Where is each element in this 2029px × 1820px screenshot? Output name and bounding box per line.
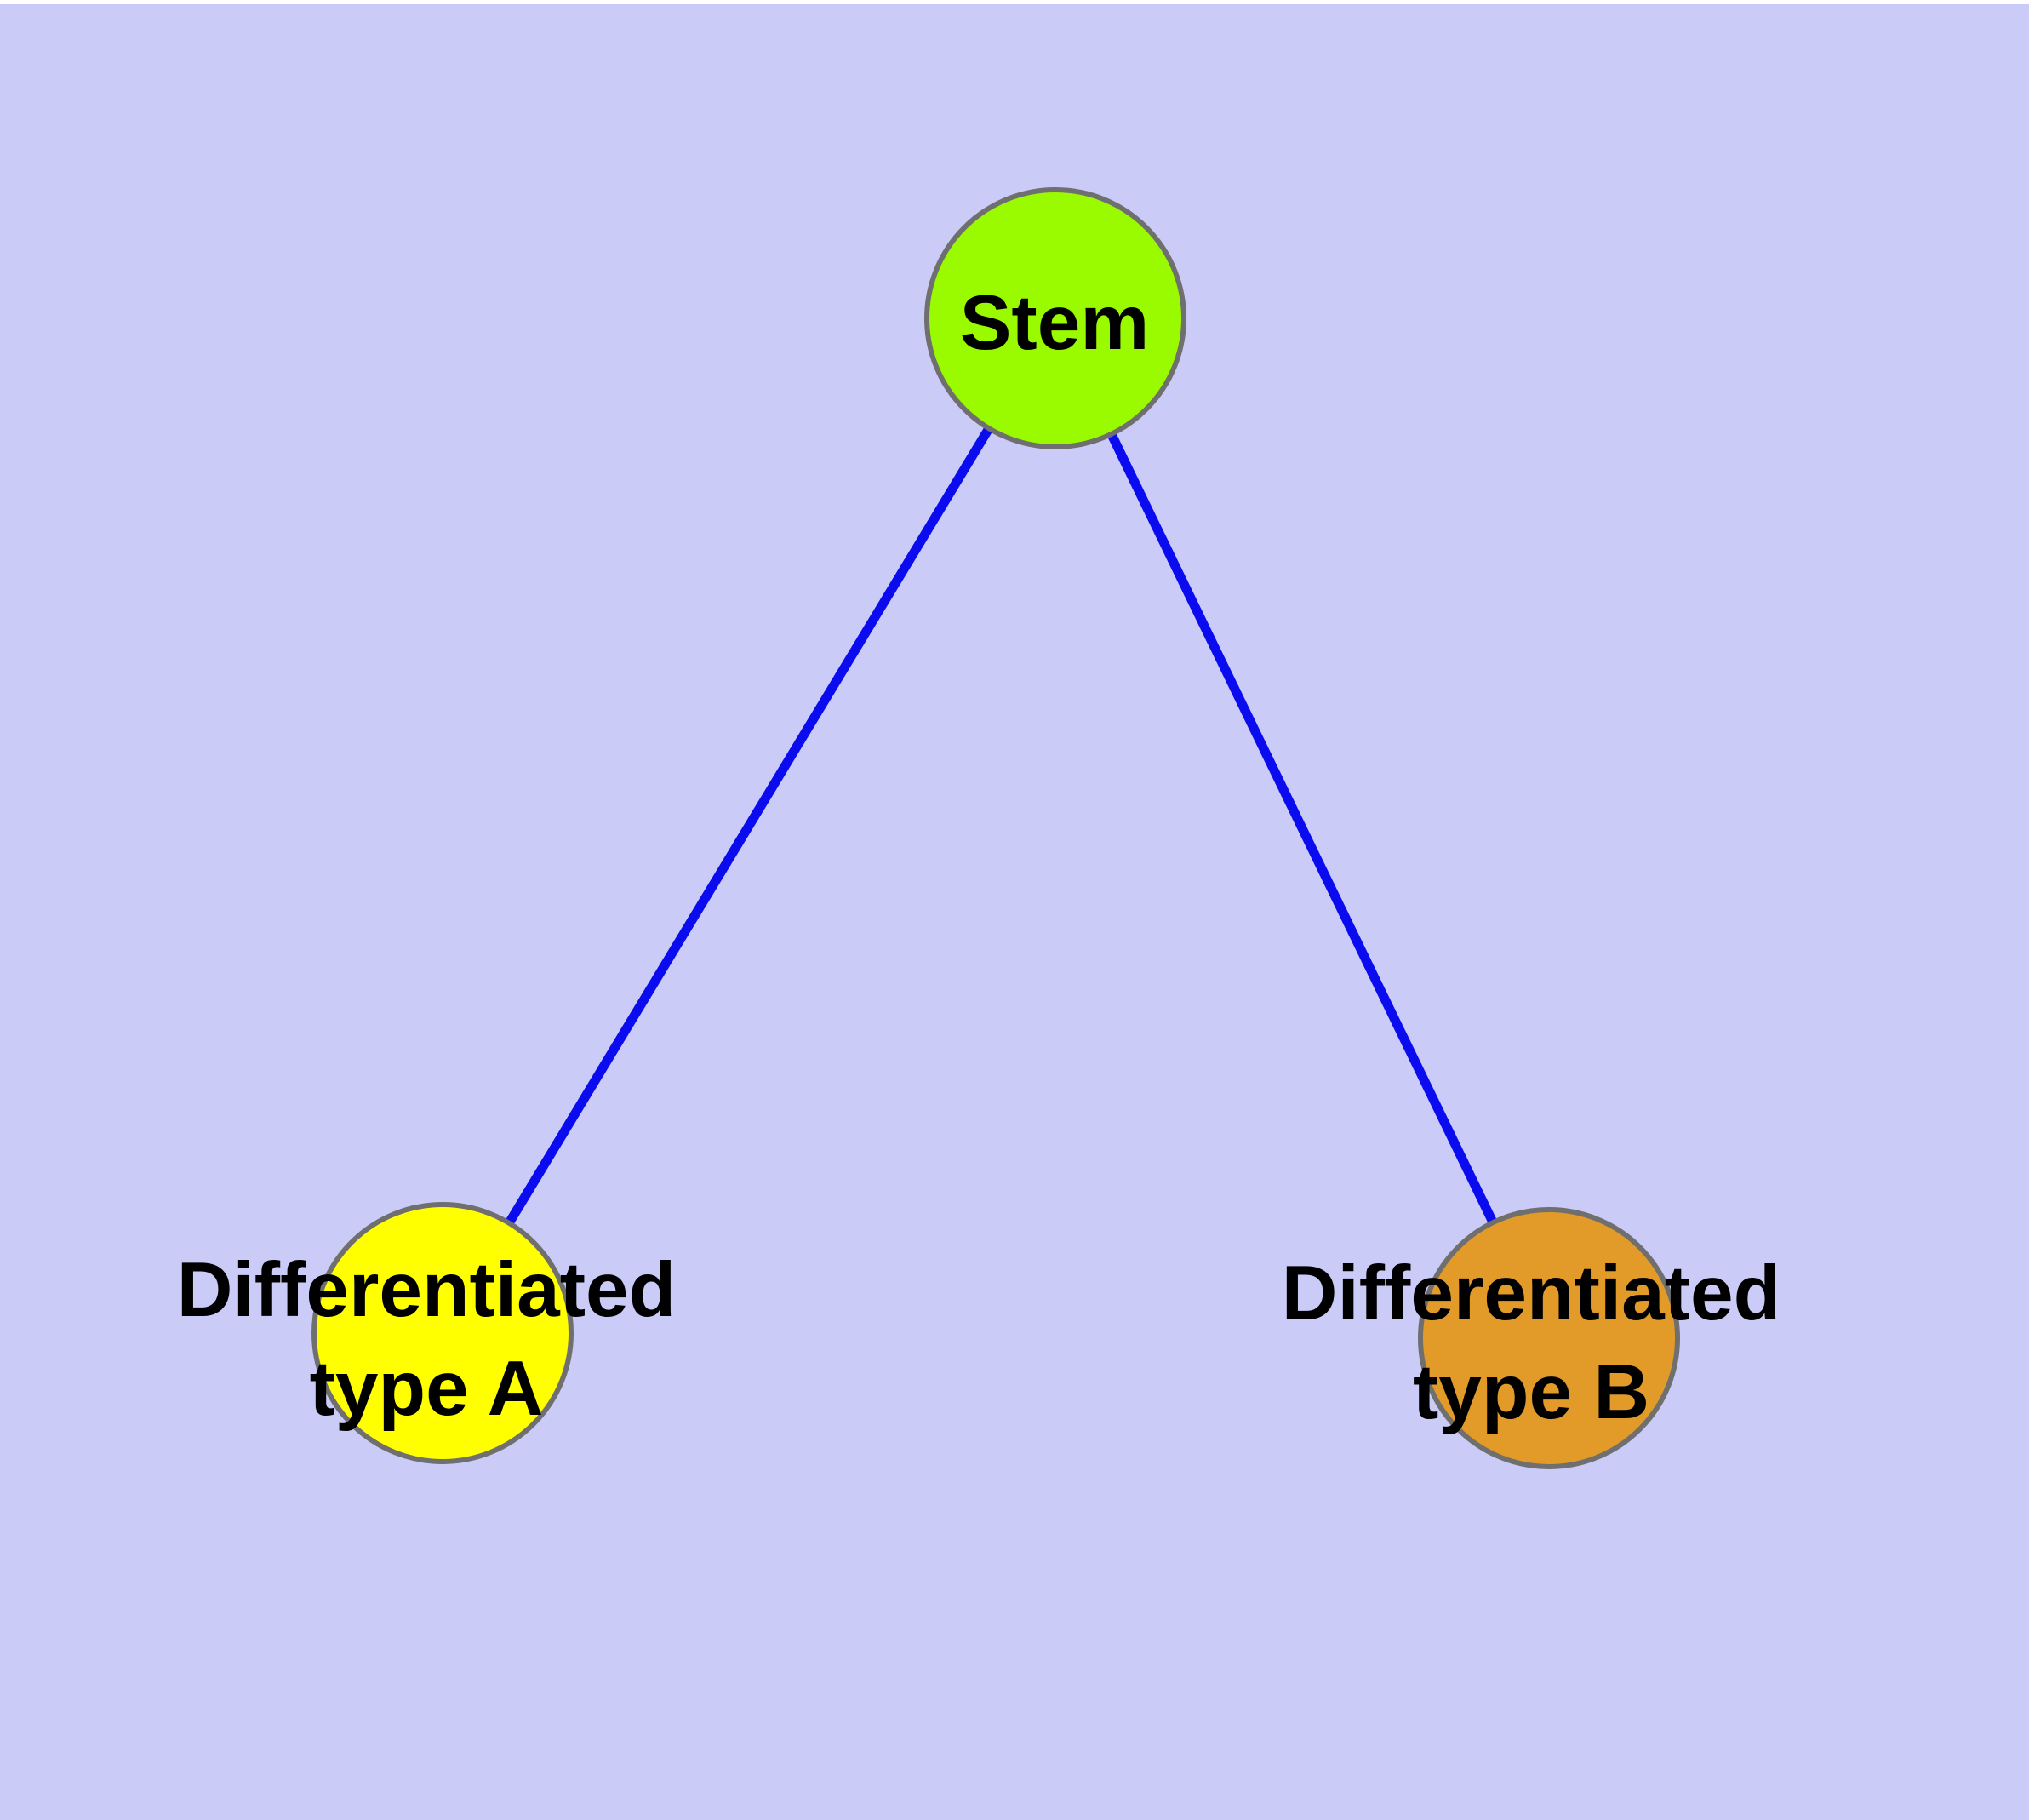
node-circle-type-b — [1418, 1207, 1680, 1469]
edge-stem-to-type-b — [1051, 316, 1553, 1341]
node-label-type-a-line-0: Differentiated — [177, 1247, 677, 1333]
node-label-stem-line-0: Stem — [960, 280, 1150, 366]
node-label-type-b-line-0: Differentiated — [1282, 1251, 1781, 1336]
node-label-type-b-line-1: type B — [1413, 1349, 1649, 1435]
edge-stem-to-type-a — [438, 316, 1060, 1336]
node-circle-type-a — [311, 1202, 574, 1464]
node-circle-stem — [924, 187, 1186, 449]
node-label-type-a-line-1: type A — [310, 1346, 544, 1432]
